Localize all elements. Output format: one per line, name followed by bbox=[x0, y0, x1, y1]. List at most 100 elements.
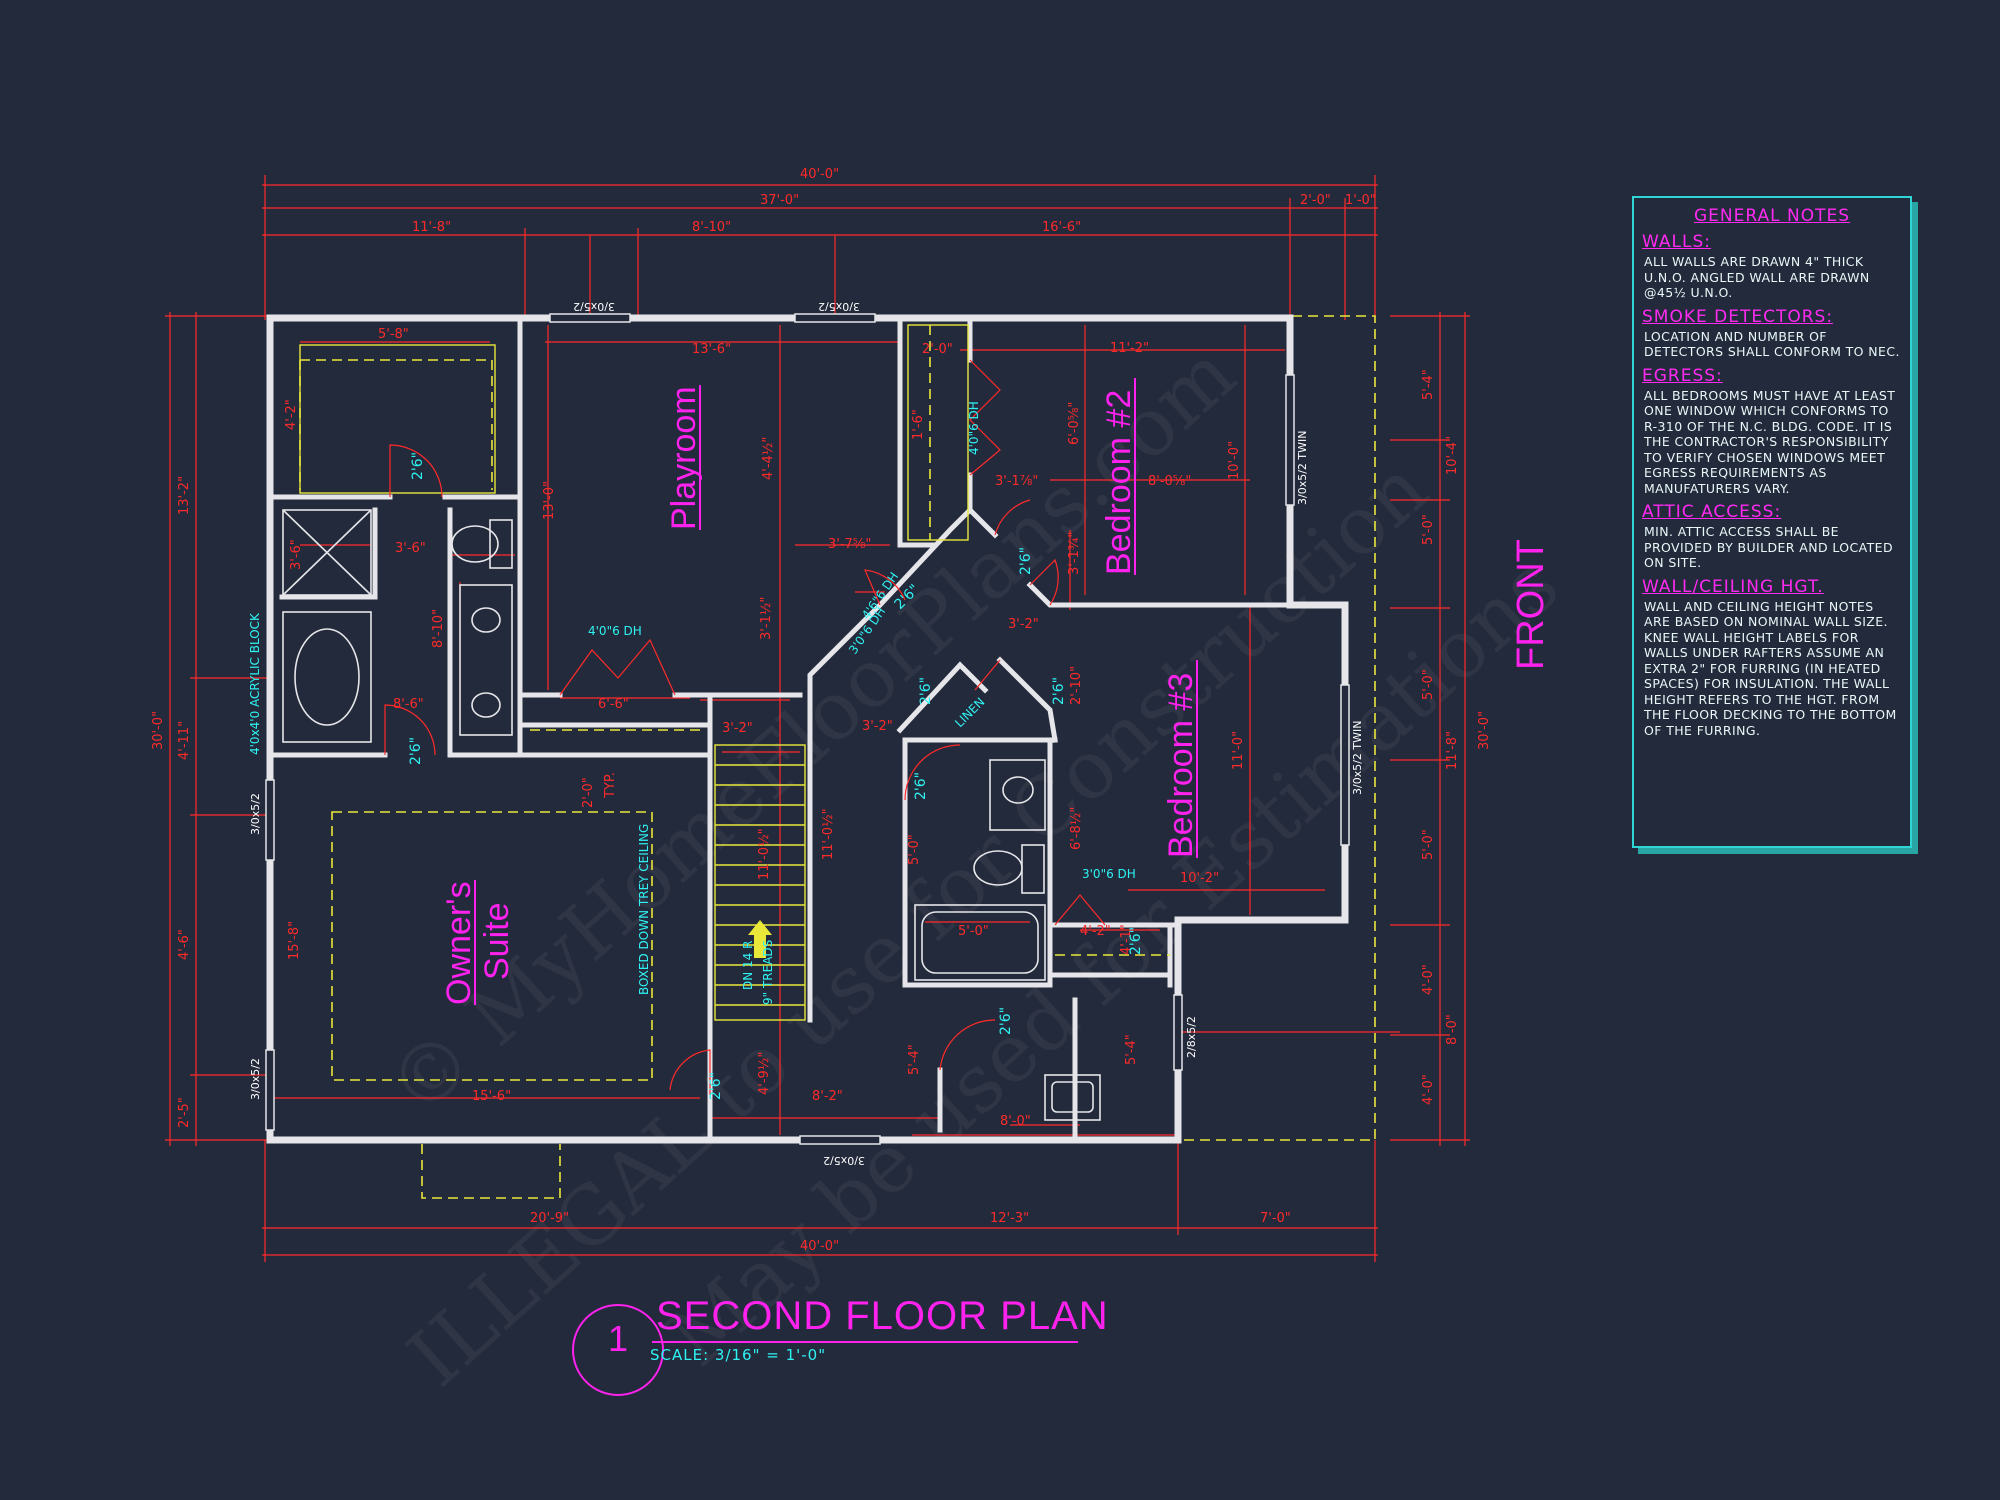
right-dimension-lines bbox=[1390, 312, 1470, 1146]
annotation-stair: DN 14 R bbox=[741, 941, 755, 990]
title-scale: SCALE: 3/16" = 1'-0" bbox=[650, 1346, 827, 1364]
window-tag-bottom: 3/0x5/2 bbox=[823, 1154, 865, 1167]
bottom-dimension-lines bbox=[262, 1140, 1378, 1262]
idim-2: 4'-2" bbox=[284, 399, 299, 430]
window-tag-right-2: 3/0x5/2 TWIN bbox=[1351, 721, 1364, 795]
idim-11: 11'-2" bbox=[1110, 341, 1149, 356]
dim-bottom-b: 12'-3" bbox=[990, 1211, 1029, 1226]
idim-30: 5'-4" bbox=[907, 1044, 922, 1075]
notes-attic-body: MIN. ATTIC ACCESS SHALL BE PROVIDED BY B… bbox=[1644, 524, 1893, 570]
idim-12: 6'-0⅝" bbox=[1067, 402, 1082, 445]
stair-treads bbox=[714, 744, 806, 1021]
title-underline bbox=[652, 1341, 1078, 1343]
idim-1: 5'-8" bbox=[378, 327, 409, 342]
interior-walls bbox=[267, 317, 1293, 1143]
idim-28: 15'-6" bbox=[472, 1089, 511, 1104]
idim-3: 3'-6" bbox=[289, 539, 304, 570]
annotation-typ: TYP. bbox=[603, 772, 618, 799]
door-tag-2: 2'6" bbox=[408, 737, 424, 765]
window-marks bbox=[265, 313, 1350, 1145]
room-label-bedroom-3: Bedroom #3 bbox=[1162, 673, 1200, 858]
idim-5: 8'-10" bbox=[431, 609, 446, 648]
idim-8: 4'-4½" bbox=[761, 437, 776, 480]
idim-23: 2'-0" bbox=[581, 777, 596, 808]
annotation-trey-ceiling: BOXED DOWN TREY CEILING bbox=[637, 824, 651, 995]
room-label-owners-1: Owner's bbox=[440, 881, 478, 1005]
dim-left-c: 4'-6" bbox=[177, 929, 192, 960]
idim-13: 8'-0⅝" bbox=[1148, 474, 1191, 489]
idim-19: 6'-6" bbox=[598, 697, 629, 712]
window-tag-left-1: 3/0x5/2 bbox=[249, 793, 262, 835]
room-label-playroom: Playroom bbox=[665, 386, 703, 530]
idim-7: 13'-6" bbox=[692, 342, 731, 357]
idim-37: 5'-0" bbox=[907, 834, 922, 865]
roofline-outlines bbox=[331, 315, 1376, 1199]
annotation-linen: LINEN bbox=[952, 695, 987, 730]
notes-height-heading: WALL/CEILING HGT. bbox=[1642, 576, 1824, 597]
idim-26: 4'-9½" bbox=[757, 1052, 772, 1095]
bath-fixtures bbox=[282, 509, 1101, 1121]
front-label: FRONT bbox=[1510, 539, 1552, 670]
idim-20: 8'-6" bbox=[393, 697, 424, 712]
dim-right-i: 4'-0" bbox=[1421, 1074, 1436, 1105]
window-tag-right-1: 3/0x5/2 TWIN bbox=[1296, 431, 1309, 505]
general-notes-panel: GENERAL NOTES WALLS: ALL WALLS ARE DRAWN… bbox=[1632, 196, 1912, 848]
idim-16: 3'-7⅝" bbox=[828, 537, 871, 552]
watermark-line-3: May be used for Estimations bbox=[650, 538, 1575, 1384]
dim-bottom-c: 7'-0" bbox=[1260, 1211, 1291, 1226]
idim-21: 3'-2" bbox=[722, 721, 753, 736]
notes-egress-heading: EGRESS: bbox=[1642, 365, 1723, 386]
notes-smoke-body: LOCATION AND NUMBER OF DETECTORS SHALL C… bbox=[1644, 328, 1900, 360]
door-tag-7: 2'6" bbox=[913, 772, 929, 800]
dim-bottom-overall: 40'-0" bbox=[800, 1239, 839, 1254]
window-tag-top-1: 3/0x5/2 bbox=[573, 300, 615, 313]
door-tag-4: 2'6" bbox=[1018, 547, 1034, 575]
title-text: SECOND FLOOR PLAN bbox=[656, 1294, 1109, 1338]
title-number: 1 bbox=[607, 1318, 629, 1359]
dim-top-b: 8'-10" bbox=[692, 220, 731, 235]
dim-right-d: 5'-0" bbox=[1421, 669, 1436, 700]
dim-left-overall: 30'-0" bbox=[151, 711, 166, 750]
idim-40: 4'-1" bbox=[1119, 924, 1134, 955]
window-tag-right-3: 2/8x5/2 bbox=[1185, 1016, 1198, 1058]
idim-29: 15'-8" bbox=[287, 921, 302, 960]
closet-shelves bbox=[299, 324, 1170, 956]
idim-36: 11'-0" bbox=[1231, 731, 1246, 770]
notes-smoke-heading: SMOKE DETECTORS: bbox=[1642, 306, 1834, 327]
dh-tag-1: 4'0"6 DH bbox=[588, 624, 642, 638]
dim-right-h: 8'-0" bbox=[1445, 1014, 1460, 1045]
top-dimension-lines bbox=[262, 175, 1378, 320]
dim-left-a: 13'-2" bbox=[177, 476, 192, 515]
dim-right-overall: 30'-0" bbox=[1477, 711, 1492, 750]
dim-top-1: 1'-0" bbox=[1345, 193, 1376, 208]
idim-6: 13'-0" bbox=[542, 481, 557, 520]
idim-4: 3'-6" bbox=[395, 541, 426, 556]
idim-24: 11'-0½" bbox=[757, 828, 772, 880]
dh-tag-3: 3'0"6 DH bbox=[1082, 867, 1136, 881]
dim-right-b: 10'-4" bbox=[1445, 436, 1460, 475]
idim-32: 5'-0" bbox=[958, 924, 989, 939]
dim-right-g: 4'-0" bbox=[1421, 964, 1436, 995]
dim-right-e: 11'-8" bbox=[1445, 731, 1460, 770]
door-tag-6: 2'6" bbox=[918, 677, 934, 705]
idim-15: 3'-1⅞" bbox=[995, 474, 1038, 489]
left-dimension-lines bbox=[165, 312, 270, 1146]
dim-right-f: 5'-0" bbox=[1421, 829, 1436, 860]
notes-walls-heading: WALLS: bbox=[1642, 232, 1711, 252]
idim-33: 4'-2" bbox=[1080, 924, 1111, 939]
door-swings bbox=[384, 359, 1106, 1095]
idim-27: 8'-2" bbox=[812, 1089, 843, 1104]
idim-38: 2'-10" bbox=[1069, 666, 1084, 705]
idim-14: 10'-0" bbox=[1227, 441, 1242, 480]
notes-egress-body: ALL BEDROOMS MUST HAVE AT LEAST ONE WIND… bbox=[1644, 387, 1896, 496]
dim-top-c: 16'-6" bbox=[1042, 220, 1081, 235]
notes-attic-heading: ATTIC ACCESS: bbox=[1642, 502, 1782, 522]
door-tag-5: 2'6" bbox=[1051, 677, 1067, 705]
idim-9: 2'-0" bbox=[922, 342, 953, 357]
idim-41: 3'-2" bbox=[1008, 617, 1039, 632]
title-number-circle bbox=[572, 1304, 664, 1396]
dim-top-overall: 40'-0" bbox=[800, 167, 839, 182]
door-tag-3: 2'6" bbox=[708, 1072, 724, 1100]
idim-39: 5'-4" bbox=[1124, 1034, 1139, 1065]
